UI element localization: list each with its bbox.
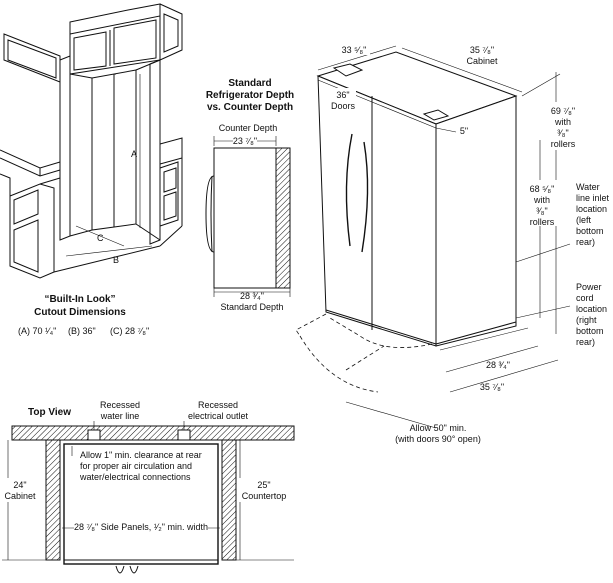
note-line2: for proper air circulation and bbox=[80, 461, 192, 471]
topview-title: Top View bbox=[28, 407, 71, 418]
water-l4: (left bbox=[576, 215, 592, 225]
standard-depth-value: 28 ³⁄₄" bbox=[240, 291, 264, 301]
builtin-dim-c: (C) 28 ⁷⁄₈" bbox=[110, 326, 149, 336]
note-line3: water/electrical connections bbox=[79, 472, 191, 482]
dim-b-label: B bbox=[113, 255, 119, 265]
height-rollers-l1: with bbox=[554, 117, 571, 127]
cabinet-width-label: Cabinet bbox=[466, 56, 498, 66]
topview-cabinet-value: 24" bbox=[13, 480, 26, 490]
power-l2: cord bbox=[576, 293, 594, 303]
power-l6: rear) bbox=[576, 337, 595, 347]
fridge-isometric bbox=[295, 51, 518, 393]
water-l3: location bbox=[576, 204, 607, 214]
builtin-dim-a: (A) 70 ¹⁄₄" bbox=[18, 326, 56, 336]
side-panels-label: 28 ⁷⁄₈" Side Panels, ¹⁄₂" min. width bbox=[74, 522, 208, 532]
builtin-cutout-drawing: A C B bbox=[0, 3, 183, 279]
depth-title-line1: Standard bbox=[228, 78, 271, 89]
depth-title-line2: Refrigerator Depth bbox=[206, 90, 294, 101]
height-rollers-value: 69 ⁷⁄₈" bbox=[551, 106, 575, 116]
counter-depth-label: Counter Depth bbox=[219, 123, 278, 133]
counter-depth-value: 23 ⁷⁄₈" bbox=[233, 136, 257, 146]
topview-counter-label: Countertop bbox=[242, 491, 287, 501]
water-l2: line inlet bbox=[576, 193, 610, 203]
hinge-offset-value: 5" bbox=[460, 126, 468, 136]
power-l5: bottom bbox=[576, 326, 604, 336]
case-height-l1: with bbox=[533, 195, 550, 205]
builtin-title-line2: Cutout Dimensions bbox=[34, 307, 126, 318]
power-l1: Power bbox=[576, 282, 602, 292]
depth-value: 28 ³⁄₄" bbox=[486, 360, 510, 370]
case-height-l3: rollers bbox=[530, 217, 555, 227]
recess-water-l1: Recessed bbox=[100, 400, 140, 410]
height-rollers-l2: ³⁄₈" bbox=[557, 128, 568, 138]
topview-counter-value: 25" bbox=[257, 480, 270, 490]
dim-c-label: C bbox=[97, 233, 104, 243]
builtin-title-line1: “Built-In Look” bbox=[44, 294, 115, 305]
doors-width-label: Doors bbox=[331, 101, 356, 111]
dim-a-label: A bbox=[131, 149, 137, 159]
cabinet-width-value: 35 ⁷⁄₈" bbox=[470, 45, 494, 55]
height-rollers-l3: rollers bbox=[551, 139, 576, 149]
recess-water-l2: water line bbox=[100, 411, 140, 421]
fridge-side-view bbox=[205, 147, 291, 289]
water-l6: rear) bbox=[576, 237, 595, 247]
water-l1: Water bbox=[576, 182, 600, 192]
allow-line2: (with doors 90° open) bbox=[395, 434, 481, 444]
topview-cabinet-label: Cabinet bbox=[4, 491, 36, 501]
power-l4: (right bbox=[576, 315, 597, 325]
case-height-l2: ³⁄₈" bbox=[536, 206, 547, 216]
topview-drawing bbox=[2, 425, 295, 574]
doors-width-value: 36" bbox=[336, 90, 349, 100]
depth-title-line3: vs. Counter Depth bbox=[207, 102, 293, 113]
recess-elec-l1: Recessed bbox=[198, 400, 238, 410]
builtin-dim-b: (B) 36" bbox=[68, 326, 96, 336]
top-width-value: 33 ⁵⁄₈" bbox=[342, 45, 367, 55]
bottom-width-value: 35 ⁷⁄₈" bbox=[480, 382, 504, 392]
standard-depth-label: Standard Depth bbox=[220, 302, 283, 312]
water-l5: bottom bbox=[576, 226, 604, 236]
allow-line1: Allow 50" min. bbox=[410, 423, 467, 433]
note-line1: Allow 1" min. clearance at rear bbox=[80, 450, 202, 460]
case-height-value: 68 ⁵⁄₈" bbox=[530, 184, 555, 194]
recess-elec-l2: electrical outlet bbox=[188, 411, 249, 421]
power-l3: location bbox=[576, 304, 607, 314]
